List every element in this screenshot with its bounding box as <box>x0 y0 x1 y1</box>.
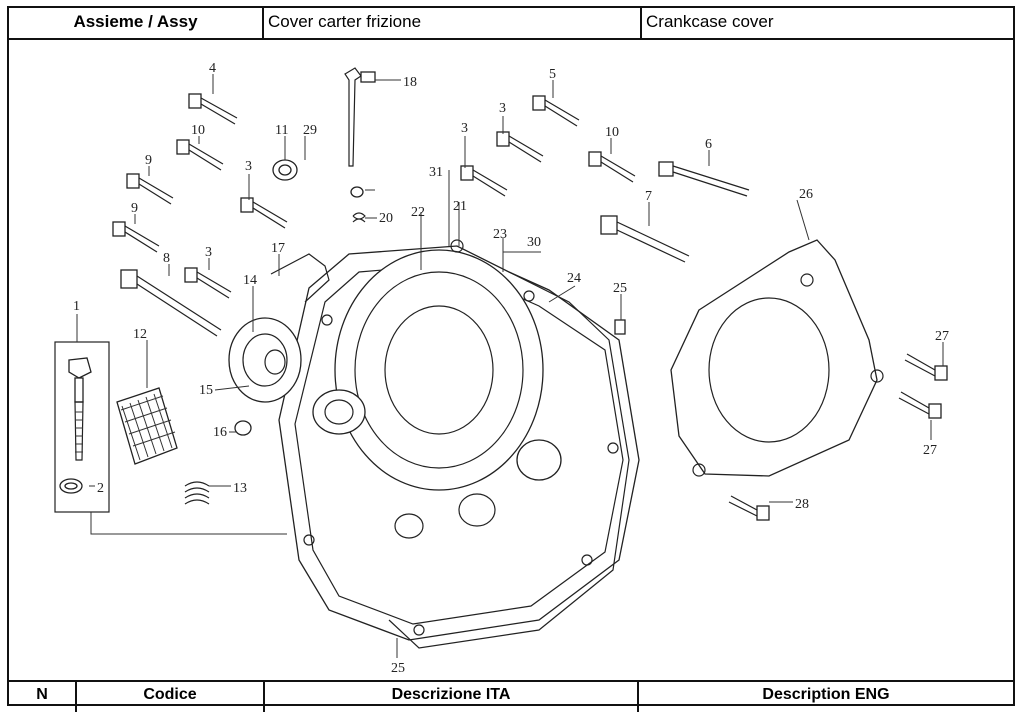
leader-lines <box>76 74 944 658</box>
spring-part <box>184 481 210 505</box>
callout: 1 <box>73 299 80 314</box>
callout: 3 <box>245 159 252 174</box>
col-number: N <box>9 682 77 712</box>
parts-sheet: Assieme / Assy Cover carter frizione Cra… <box>7 6 1015 712</box>
callout: 20 <box>379 211 393 226</box>
gasket-17 <box>270 253 330 303</box>
callout: 3 <box>205 245 212 260</box>
callout: 3 <box>499 101 506 116</box>
bolt-parts <box>112 93 948 521</box>
bolt-4 <box>188 93 238 125</box>
bolt-28 <box>728 495 770 521</box>
sensor-part <box>344 67 376 167</box>
callout: 2 <box>97 481 104 496</box>
gasket-part <box>388 271 630 649</box>
dipstick-part <box>68 357 92 461</box>
bolt-7 <box>600 215 690 263</box>
clip-part <box>350 186 364 198</box>
assembly-label: Assieme / Assy <box>9 8 264 38</box>
callout: 23 <box>493 227 507 242</box>
filter-cap <box>228 317 302 403</box>
callout: 4 <box>209 61 216 76</box>
callout: 14 <box>243 273 257 288</box>
callout: 27 <box>935 329 949 344</box>
callout: 15 <box>199 383 213 398</box>
callout: 26 <box>799 187 813 202</box>
callout: 24 <box>567 271 581 286</box>
assembly-name-italian: Cover carter frizione <box>264 8 642 38</box>
callout: 10 <box>191 123 205 138</box>
callout: 9 <box>145 153 152 168</box>
spring-20 <box>352 212 366 223</box>
exploded-diagram: 1 2 3 3 3 3 3 4 5 6 7 8 9 9 10 10 11 12 … <box>54 61 949 676</box>
callout: 25 <box>613 281 627 296</box>
callout: 11 <box>275 123 288 138</box>
callout: 29 <box>303 123 317 138</box>
callout: 30 <box>527 235 541 250</box>
bolt-3b <box>184 267 232 299</box>
callout: 22 <box>411 205 425 220</box>
callout: 27 <box>923 443 937 458</box>
col-description-ita: Descrizione ITA <box>265 682 639 712</box>
callout: 8 <box>163 251 170 266</box>
side-cover <box>670 239 884 477</box>
bolt-9a <box>126 173 174 205</box>
callout: 16 <box>213 425 227 440</box>
callout: 18 <box>403 75 417 90</box>
bolt-3c <box>460 165 508 197</box>
callout: 6 <box>705 137 712 152</box>
callout: 9 <box>131 201 138 216</box>
dowel-pin <box>614 319 626 335</box>
callout: 21 <box>453 199 467 214</box>
bolt-3d <box>496 131 544 163</box>
callout: 17 <box>271 241 285 256</box>
bolt-10a <box>176 139 224 171</box>
bolt-10b <box>588 151 636 183</box>
bolt-5 <box>532 95 580 127</box>
callout: 28 <box>795 497 809 512</box>
oil-filter-part <box>116 387 178 465</box>
callout: 5 <box>549 67 556 82</box>
oring-part <box>59 478 83 494</box>
crankcase-cover <box>278 239 640 641</box>
callout: 31 <box>429 165 443 180</box>
assembly-name-english: Crankcase cover <box>646 12 774 31</box>
bolt-27a <box>904 353 948 381</box>
bolt-8 <box>120 269 222 337</box>
washer-part <box>234 420 252 436</box>
col-description-eng: Description ENG <box>762 686 890 703</box>
callout: 12 <box>133 327 147 342</box>
callout: 10 <box>605 125 619 140</box>
callout: 25 <box>391 661 405 676</box>
callout-labels: 1 2 3 3 3 3 3 4 5 6 7 8 9 9 10 10 11 12 … <box>73 61 949 676</box>
callout: 3 <box>461 121 468 136</box>
bolt-3a <box>240 197 288 229</box>
bolt-6 <box>658 161 750 197</box>
bolt-27b <box>898 391 942 419</box>
dipstick-box <box>54 341 110 513</box>
callout: 7 <box>645 189 652 204</box>
oil-seal-part <box>272 159 298 181</box>
table-header-row: N Codice Descrizione ITA Description ENG <box>9 680 1013 712</box>
col-code: Codice <box>77 682 265 712</box>
callout: 13 <box>233 481 247 496</box>
header-row: Assieme / Assy Cover carter frizione Cra… <box>9 8 1013 40</box>
bolt-9b <box>112 221 160 253</box>
